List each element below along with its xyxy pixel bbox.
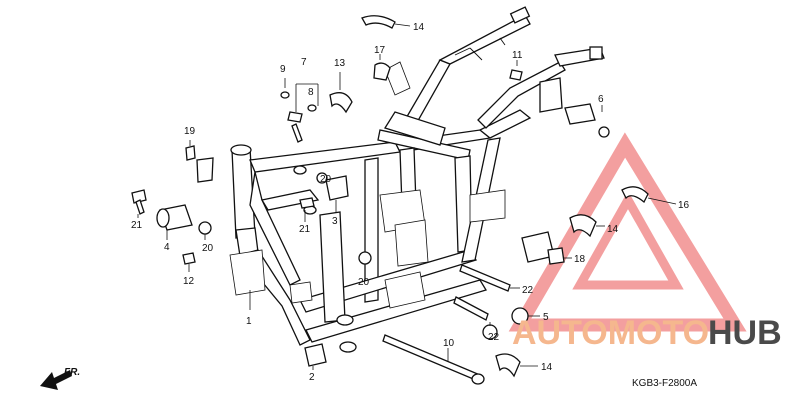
watermark-part1: AUTOMOTO: [512, 314, 709, 352]
callout-8: 8: [308, 87, 314, 98]
callout-1: 1: [246, 316, 252, 327]
callout-20-center: 20: [358, 277, 370, 288]
callout-19: 19: [184, 126, 196, 137]
callout-11: 11: [512, 50, 523, 61]
callout-9: 9: [280, 64, 286, 75]
callout-14-top: 14: [413, 22, 425, 33]
callout-14-bottom: 14: [541, 362, 553, 373]
front-direction-arrow: FR.: [40, 367, 80, 390]
callout-14-mid: 14: [607, 224, 619, 235]
diagram-code: KGB3-F2800A: [632, 378, 697, 389]
callout-10: 10: [443, 338, 455, 349]
callout-5: 5: [543, 312, 549, 323]
callout-17: 17: [374, 45, 386, 56]
callout-22-upper: 22: [522, 285, 534, 296]
watermark-triangle: [508, 132, 747, 332]
callout-12: 12: [183, 276, 195, 287]
callout-21-mid: 21: [299, 224, 311, 235]
callout-22-lower: 22: [488, 332, 500, 343]
callout-2: 2: [309, 372, 315, 383]
direction-label: FR.: [64, 367, 80, 378]
callout-18: 18: [574, 254, 586, 265]
callout-20-upper: 20: [320, 174, 332, 185]
watermark: AUTOMOTO HUB: [512, 314, 782, 352]
callout-20-left: 20: [202, 243, 214, 254]
loose-parts: [131, 15, 649, 385]
callout-21-left: 21: [131, 220, 143, 231]
callout-6: 6: [598, 94, 604, 105]
callout-7: 7: [301, 57, 307, 68]
callout-16: 16: [678, 200, 690, 211]
callout-3: 3: [332, 216, 338, 227]
frame-assembly: [229, 6, 605, 353]
callout-13: 13: [334, 58, 346, 69]
callouts: 14 17 7 9 13 8 11 6 19 20 3 21 16 14 18 …: [131, 22, 690, 383]
callout-4: 4: [164, 242, 170, 253]
watermark-part2: HUB: [708, 314, 782, 352]
